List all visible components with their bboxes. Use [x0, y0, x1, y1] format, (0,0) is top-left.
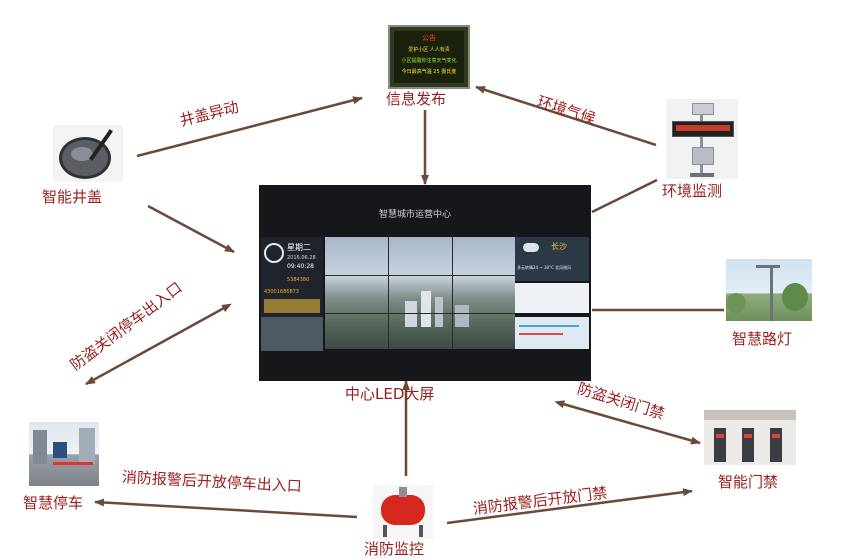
board-title: 公告 — [422, 34, 436, 42]
node-gate: 智能门禁 — [718, 473, 779, 491]
manhole-image — [53, 125, 123, 182]
node-info: 信息发布 — [386, 90, 447, 108]
screen-city: 长沙 — [551, 242, 567, 251]
gate-image — [704, 410, 796, 465]
node-fire: 消防监控 — [364, 540, 425, 558]
board-line-1: 爱护小区 人人有责 — [408, 47, 450, 53]
node-center: 中心LED大屏 — [345, 385, 435, 403]
node-manhole: 智能井盖 — [42, 188, 103, 206]
arrow-center-parking — [85, 303, 232, 386]
arrow-fire-to-gate — [446, 488, 693, 525]
board-line-2: 小区提醒你注意天气变化 — [401, 58, 457, 64]
arrow-env-to-info — [475, 85, 657, 147]
line-env-to-center — [591, 178, 658, 214]
info-board-image: 公告 爱护小区 人人有责 小区提醒你注意天气变化 今日最高气温 25 摄氏度 — [388, 25, 470, 89]
cloud-icon — [523, 243, 539, 252]
parking-image — [29, 422, 99, 486]
arrow-manhole-to-center — [147, 204, 235, 254]
center-led-wall-image: 智慧城市运营中心 星期二 2016.06.28 09:40:28 5384380… — [259, 185, 591, 381]
node-lamp: 智慧路灯 — [732, 330, 793, 348]
node-parking: 智慧停车 — [23, 494, 84, 512]
arrow-center-gate — [554, 400, 701, 445]
arrow-manhole-to-info — [136, 96, 363, 158]
screen-weekday: 星期二 — [287, 243, 311, 252]
screen-time: 09:40:28 — [287, 263, 314, 270]
clock-icon — [264, 243, 284, 263]
screen-num1: 5384380 — [287, 277, 310, 283]
screen-num2: 43001686873 — [264, 289, 299, 295]
board-line-3: 今日最高气温 25 摄氏度 — [401, 69, 457, 75]
node-env: 环境监测 — [662, 182, 723, 200]
arrow-fire-to-parking — [94, 498, 358, 519]
street-lamp-image — [726, 259, 812, 321]
env-monitor-image — [666, 99, 738, 179]
fire-equipment-image — [373, 485, 433, 539]
screen-title: 智慧城市运营中心 — [379, 210, 452, 220]
screen-date: 2016.06.28 — [287, 255, 316, 261]
screen-weather: 多云转晴24 ~ 30°C 北风微风 — [517, 265, 572, 270]
